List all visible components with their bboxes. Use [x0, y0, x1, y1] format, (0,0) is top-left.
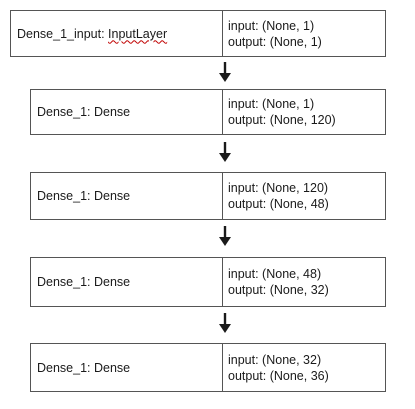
output-shape: output: (None, 1)	[228, 34, 322, 49]
layer-box-dense-3: Dense_1: Dense input: (None, 48) output:…	[30, 257, 386, 307]
layer-box-dense-2: Dense_1: Dense input: (None, 120) output…	[30, 172, 386, 220]
layer-box-dense-1: Dense_1: Dense input: (None, 1) output: …	[30, 89, 386, 135]
input-shape: input: (None, 1)	[228, 97, 315, 111]
layer-shapes: input: (None, 1) output: (None, 1)	[223, 11, 385, 56]
output-shape: output: (None, 120)	[228, 113, 336, 127]
layer-type: Dense	[93, 189, 131, 203]
output-shape: output: (None, 36)	[228, 368, 329, 383]
layer-shapes: input: (None, 120) output: (None, 48)	[223, 173, 385, 219]
arrow-down-icon	[219, 142, 231, 162]
layer-name: Dense_1: Dense	[31, 90, 223, 134]
layer-type: Dense	[93, 275, 131, 289]
layer-shapes: input: (None, 1) output: (None, 120)	[223, 90, 385, 134]
layer-name-prefix: Dense_1:	[37, 360, 94, 375]
layer-name-prefix: Dense_1:	[37, 189, 94, 203]
output-shape: output: (None, 32)	[228, 283, 329, 297]
layer-name: Dense_1: Dense	[31, 173, 223, 219]
layer-box-input: Dense_1_input: InputLayer input: (None, …	[10, 10, 386, 57]
input-shape: input: (None, 1)	[228, 18, 315, 33]
input-shape: input: (None, 32)	[228, 352, 322, 367]
input-shape: input: (None, 120)	[228, 181, 329, 195]
layer-shapes: input: (None, 32) output: (None, 36)	[223, 344, 385, 391]
output-shape: output: (None, 48)	[228, 197, 329, 211]
layer-type: InputLayer	[108, 26, 168, 41]
arrow-down-icon	[219, 62, 231, 82]
arrow-down-icon	[219, 313, 231, 333]
layer-type: Dense	[93, 105, 131, 119]
layer-name-prefix: Dense_1:	[37, 105, 94, 119]
layer-shapes: input: (None, 48) output: (None, 32)	[223, 258, 385, 306]
layer-name-prefix: Dense_1:	[37, 275, 94, 289]
arrow-down-icon	[219, 226, 231, 246]
layer-name: Dense_1_input: InputLayer	[11, 11, 223, 56]
layer-box-dense-4: Dense_1: Dense input: (None, 32) output:…	[30, 343, 386, 392]
layer-name-prefix: Dense_1_input:	[17, 26, 109, 41]
layer-name: Dense_1: Dense	[31, 258, 223, 306]
input-shape: input: (None, 48)	[228, 267, 322, 281]
layer-name: Dense_1: Dense	[31, 344, 223, 391]
layer-type: Dense	[93, 360, 131, 375]
